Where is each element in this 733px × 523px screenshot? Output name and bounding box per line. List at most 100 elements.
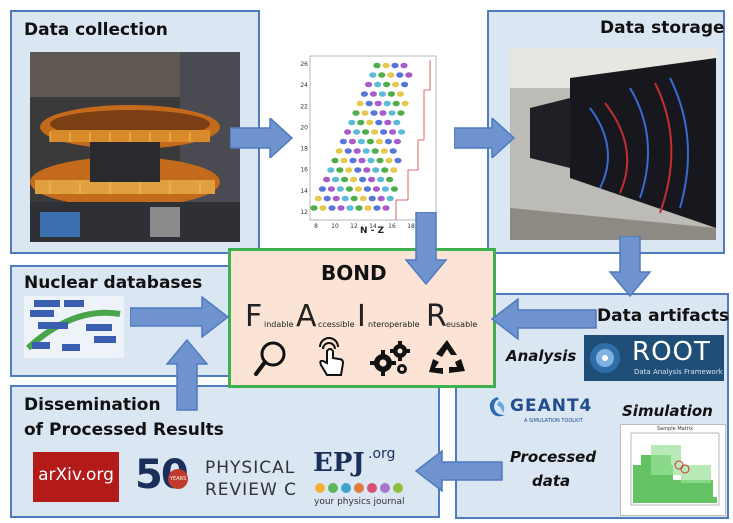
nuclide-blob bbox=[318, 186, 326, 192]
bond-title: BOND bbox=[321, 261, 387, 285]
nuclide-blob bbox=[388, 110, 396, 116]
nuclide-blob bbox=[350, 176, 358, 183]
server-room-photo bbox=[510, 48, 716, 240]
analysis-label: Analysis bbox=[506, 347, 577, 365]
nuclide-blob bbox=[386, 176, 394, 183]
x-tick-label: 8 bbox=[314, 223, 318, 230]
nuclide-blob bbox=[345, 167, 353, 173]
nuclide-blob bbox=[384, 119, 392, 126]
root-sphere-icon bbox=[590, 343, 620, 373]
touch-hand-icon bbox=[319, 337, 345, 376]
nuclide-blob bbox=[370, 110, 378, 116]
prc-line2: REVIEW C bbox=[205, 480, 298, 500]
nuclide-blob bbox=[310, 205, 318, 211]
nuclide-blob bbox=[377, 195, 385, 202]
nuclide-blob bbox=[380, 129, 388, 135]
arrow-chart-to-storage bbox=[454, 118, 516, 158]
nuclide-blob bbox=[314, 195, 322, 202]
nuclide-blob bbox=[397, 110, 405, 116]
nuclide-blob bbox=[319, 205, 327, 211]
nuclide-blob bbox=[383, 100, 391, 107]
nuclide-blob bbox=[396, 72, 404, 78]
nuclide-blob bbox=[382, 205, 390, 211]
nuclide-blob bbox=[353, 148, 361, 154]
nuclide-blob bbox=[359, 195, 367, 202]
nuclide-blob bbox=[327, 167, 335, 173]
nuclide-blob bbox=[369, 72, 377, 78]
arxiv-logo: arXiv.org bbox=[33, 452, 119, 502]
nuclide-blob bbox=[335, 148, 343, 154]
nuclide-blob bbox=[344, 129, 352, 135]
nuclide-blob bbox=[323, 176, 331, 183]
nuclide-blob bbox=[346, 205, 354, 211]
nuclide-blob bbox=[328, 205, 336, 211]
data-artifacts-title: Data artifacts bbox=[597, 306, 730, 326]
epj-org-text: .org bbox=[368, 446, 396, 462]
nuclide-blob bbox=[332, 176, 340, 183]
nuclide-blob bbox=[386, 195, 394, 202]
fair-letter-f: F bbox=[245, 299, 263, 334]
nuclide-blob bbox=[363, 186, 371, 192]
nuclide-blob bbox=[357, 119, 365, 126]
nuclide-blob bbox=[398, 129, 406, 135]
nuclide-blob bbox=[393, 138, 401, 145]
nuclide-blob bbox=[366, 138, 374, 145]
nuclide-blob bbox=[363, 167, 371, 173]
nuclide-blob bbox=[375, 138, 383, 145]
chart-frame bbox=[309, 55, 437, 221]
nuclide-blob bbox=[378, 91, 386, 97]
nuclide-blob bbox=[373, 205, 381, 211]
arrow-chart-to-bond bbox=[404, 212, 448, 286]
nuclide-blob bbox=[368, 176, 376, 183]
nuclear-database-diagram bbox=[24, 296, 124, 358]
nuclide-blob bbox=[336, 186, 344, 192]
nuclide-blob bbox=[367, 157, 375, 164]
nuclide-blob bbox=[323, 195, 331, 202]
chart-xlabel: N - Z bbox=[360, 226, 385, 236]
nuclide-chart: 81012141618201214161820222426 N - Z bbox=[296, 50, 446, 240]
nuclide-blob bbox=[396, 91, 404, 97]
prc-years-badge: YEARS bbox=[168, 469, 188, 489]
nuclide-blob bbox=[341, 176, 349, 183]
nuclide-blob bbox=[381, 167, 389, 173]
nuclide-blob bbox=[387, 91, 395, 97]
nuclide-blob bbox=[384, 138, 392, 145]
x-tick-label: 16 bbox=[388, 223, 396, 230]
nuclide-blob bbox=[400, 62, 408, 69]
x-tick-label: 18 bbox=[407, 223, 415, 230]
nuclide-blob bbox=[354, 186, 362, 192]
nuclide-blob bbox=[345, 186, 353, 192]
nuclide-blob bbox=[340, 157, 348, 164]
nuclide-blob bbox=[393, 119, 401, 126]
nuclide-blob bbox=[354, 167, 362, 173]
nuclide-blob bbox=[362, 148, 370, 154]
fair-word-findable: indable bbox=[264, 320, 294, 329]
arrow-artifacts-to-bond bbox=[490, 298, 597, 340]
geant4-swirl-icon bbox=[489, 397, 505, 417]
nuclide-blob bbox=[379, 110, 387, 116]
epj-color-dots bbox=[315, 483, 403, 493]
nuclide-blob bbox=[365, 81, 373, 88]
prc-years-text: YEARS bbox=[170, 476, 187, 482]
y-tick-label: 14 bbox=[300, 188, 308, 195]
nuclide-blob bbox=[394, 157, 402, 164]
nuclide-blob bbox=[389, 129, 397, 135]
nuclide-blob bbox=[385, 157, 393, 164]
fair-letter-r: R bbox=[426, 299, 447, 334]
nuclide-blob bbox=[359, 176, 367, 183]
nuclide-blob bbox=[361, 110, 369, 116]
nuclide-blob bbox=[377, 176, 385, 183]
nuclide-blob bbox=[373, 62, 381, 69]
fair-word-interoperable: nteroperable bbox=[368, 320, 420, 329]
nuclide-blob bbox=[392, 81, 400, 88]
bond-box: BOND F indable A ccessible I nteroperabl… bbox=[228, 248, 496, 388]
nuclide-blob bbox=[371, 129, 379, 135]
nuclide-blob bbox=[376, 157, 384, 164]
nuclide-blob bbox=[336, 167, 344, 173]
nuclide-blob bbox=[352, 110, 360, 116]
nuclide-blob bbox=[401, 81, 409, 88]
fair-letter-a: A bbox=[296, 299, 317, 334]
nuclide-blob bbox=[366, 119, 374, 126]
nuclide-blob bbox=[368, 195, 376, 202]
root-logo-text: ROOT bbox=[632, 337, 711, 367]
